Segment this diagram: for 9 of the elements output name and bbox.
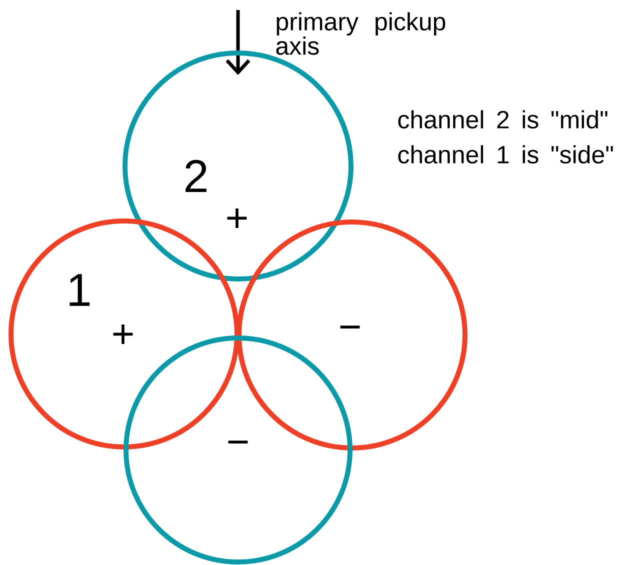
sign: − [228,440,248,444]
note-text: channel 2 is "mid" [398,110,608,129]
sign: + [227,208,247,228]
axis-label: primary pickup axis [276,12,446,55]
channel-number: 2 [186,160,206,192]
sign: + [113,324,133,344]
sign: − [340,326,360,328]
channel-number: 1 [70,274,90,306]
note-text: channel 1 is "side" [398,145,613,164]
